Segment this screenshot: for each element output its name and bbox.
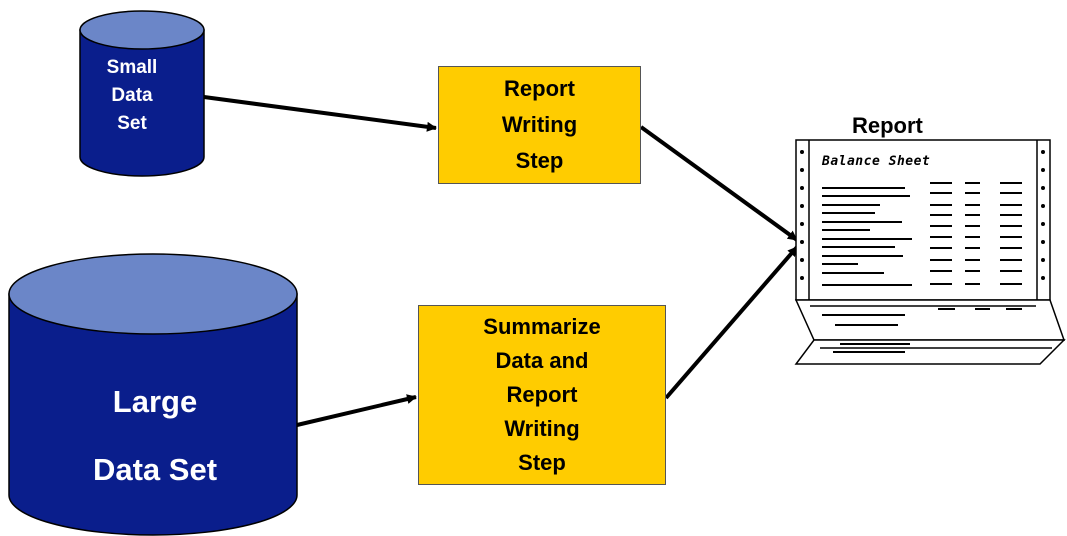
large-data-set-label-line: Large xyxy=(112,384,198,419)
large-data-set-cylinder xyxy=(8,253,298,536)
summarize-step-line: Report xyxy=(506,382,578,407)
balance-sheet-title: Balance Sheet xyxy=(822,154,931,169)
small-data-set-label: Small Data Set xyxy=(82,54,182,138)
report-writing-step-line: Step xyxy=(515,148,564,173)
small-data-set-label-line: Data xyxy=(111,85,153,106)
summarize-step-box: Summarize Data and Report Writing Step xyxy=(418,305,666,485)
summarize-step-line: Writing xyxy=(504,416,580,441)
report-printout-icon xyxy=(794,139,1066,365)
arrow-report-step-to-report xyxy=(639,125,799,242)
arrow-small-to-report-step xyxy=(203,95,437,132)
report-writing-step-box: Report Writing Step xyxy=(438,66,641,184)
arrow-summarize-to-report xyxy=(664,245,799,400)
report-writing-step-line: Writing xyxy=(501,112,578,137)
small-data-set-cylinder xyxy=(79,10,205,177)
large-data-set-label-line: Data Set xyxy=(92,452,218,487)
summarize-step-line: Step xyxy=(518,450,566,475)
small-data-set-label-line: Set xyxy=(117,113,147,134)
report-title: Report xyxy=(852,113,923,138)
summarize-step-line: Data and xyxy=(495,348,589,373)
summarize-step-line: Summarize xyxy=(483,314,601,339)
report-writing-step-line: Report xyxy=(504,76,575,101)
arrow-large-to-summarize xyxy=(296,394,417,427)
small-data-set-label-line: Small xyxy=(106,57,158,78)
